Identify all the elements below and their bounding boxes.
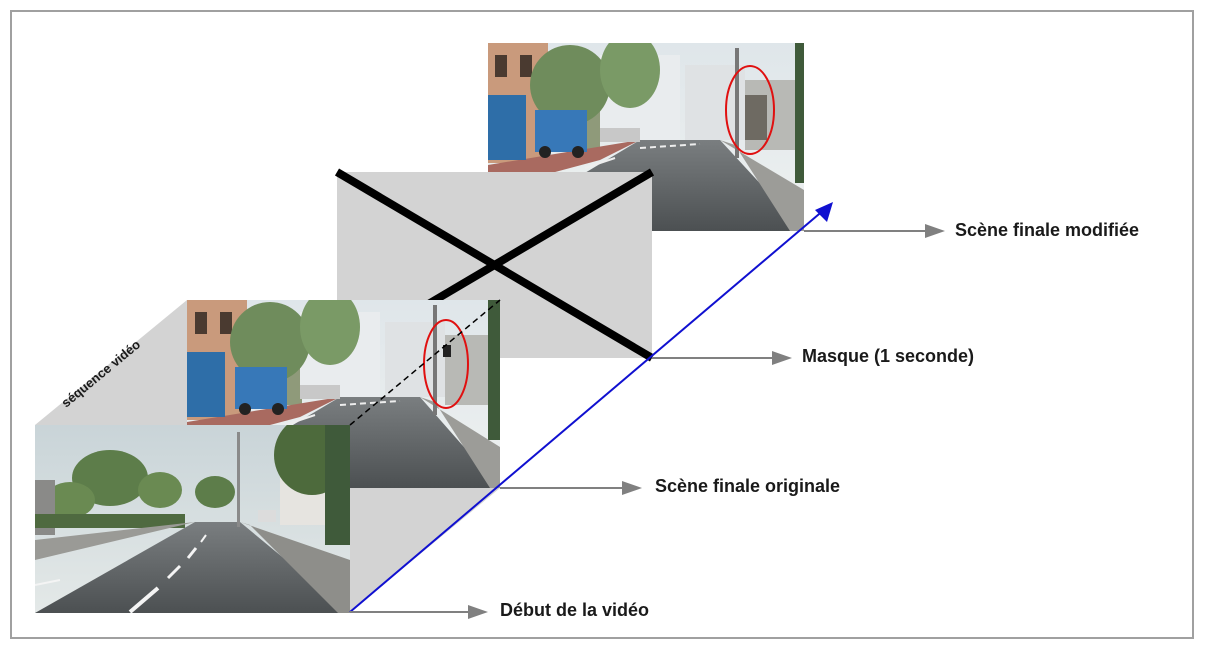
arrow-mask xyxy=(652,351,792,365)
timeline-line xyxy=(349,208,826,613)
label-final-original: Scène finale originale xyxy=(655,476,841,496)
arrow-final-modified xyxy=(804,224,945,238)
video-start-scene-image xyxy=(35,425,350,613)
figure-frame xyxy=(10,10,1194,639)
perspective-dashed-line xyxy=(349,299,501,426)
change-highlight-modified xyxy=(725,65,775,155)
arrow-video-start xyxy=(350,605,488,619)
label-final-modified: Scène finale modifiée xyxy=(955,220,1140,240)
label-mask: Masque (1 seconde) xyxy=(802,346,975,366)
timeline-arrowhead xyxy=(815,202,833,222)
arrow-final-original xyxy=(500,481,642,495)
label-video-start: Début de la vidéo xyxy=(500,600,650,620)
sequence-side-face xyxy=(35,300,187,425)
